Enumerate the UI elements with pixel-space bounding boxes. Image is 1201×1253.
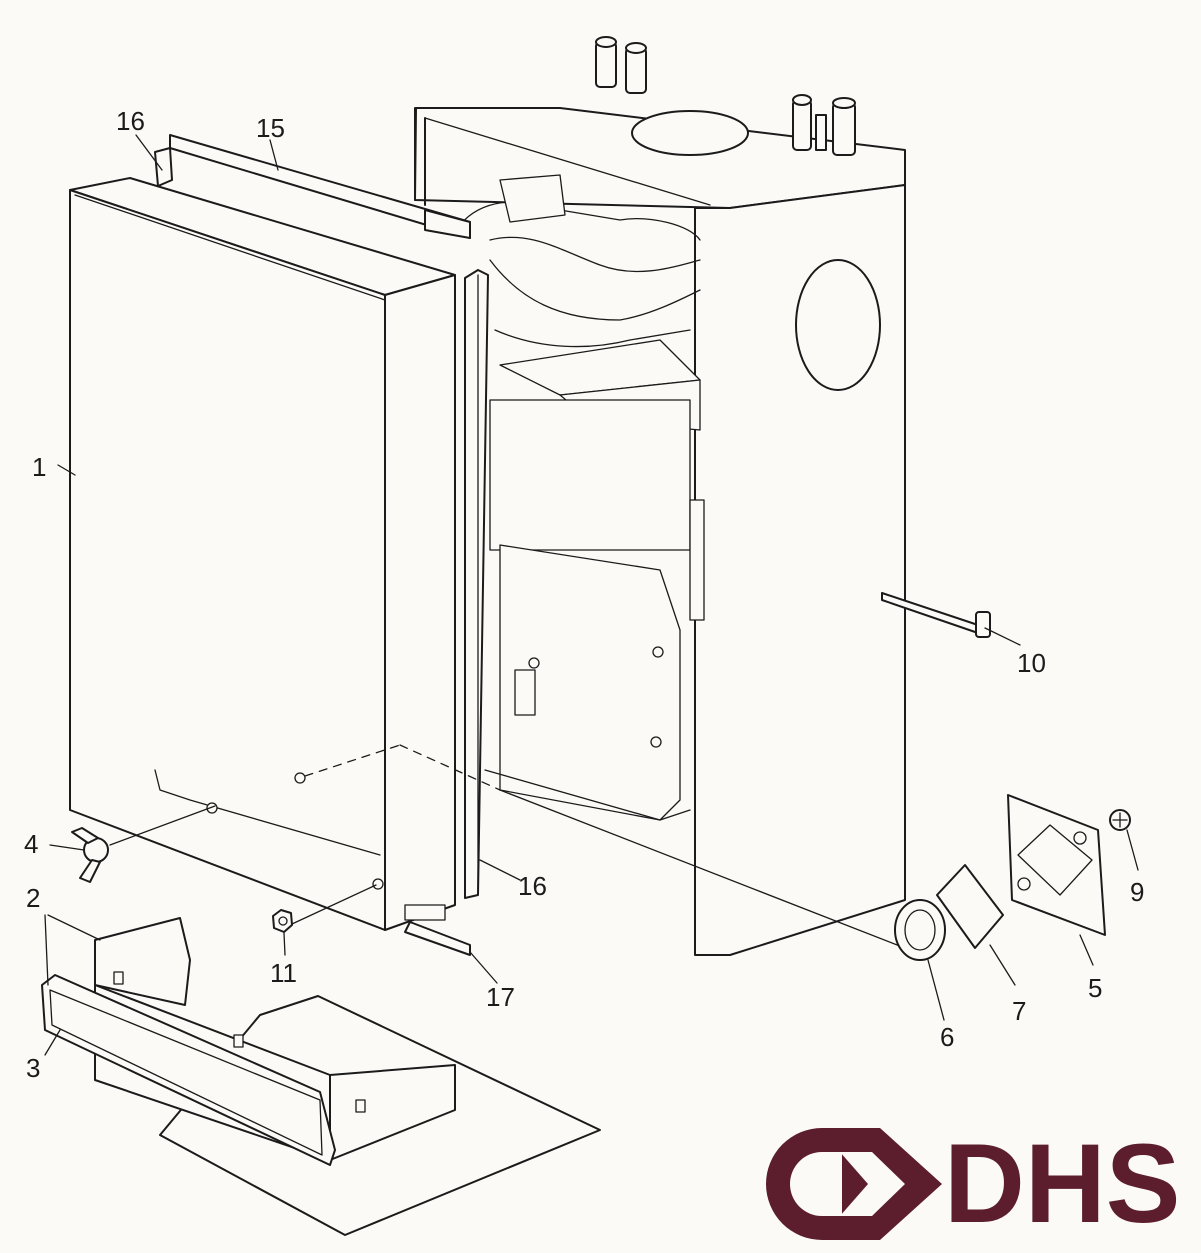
callout-3: 3	[26, 1053, 40, 1083]
callout-4: 4	[24, 829, 38, 859]
leader-lines	[44, 134, 1139, 1056]
callout-10: 10	[1017, 648, 1046, 678]
nut-11	[272, 909, 293, 933]
callout-16-bottom: 16	[518, 871, 547, 901]
callout-labels: 16 15 1 10 4 2 3 16 11 17 9 6 7 5	[24, 106, 1144, 1083]
base-cover	[41, 917, 601, 1236]
rod-17	[404, 921, 471, 956]
plate-7	[936, 864, 1004, 949]
callout-11: 11	[270, 958, 297, 988]
internal-components	[459, 174, 705, 821]
callout-2: 2	[26, 883, 40, 913]
callout-16-top: 16	[116, 106, 145, 136]
dhs-logo: DHS	[766, 1121, 1180, 1246]
screw-9	[1109, 809, 1131, 831]
callout-9: 9	[1130, 877, 1144, 907]
callout-15: 15	[256, 113, 285, 143]
callout-5: 5	[1088, 973, 1102, 1003]
callout-6: 6	[940, 1022, 954, 1052]
callout-1: 1	[32, 452, 46, 482]
washer-6	[894, 899, 946, 961]
callout-7: 7	[1012, 996, 1026, 1026]
side-vent	[795, 259, 881, 391]
callout-17: 17	[486, 982, 515, 1012]
rod-10	[881, 592, 991, 638]
wing-nut-4	[71, 827, 109, 883]
assembly-lines	[109, 744, 911, 951]
seal-strips	[154, 134, 489, 899]
flue-opening	[631, 110, 749, 156]
logo-arrow-mark	[766, 1128, 942, 1240]
pipe-connectors	[595, 36, 856, 156]
bracket-5	[1007, 794, 1106, 936]
front-panel	[69, 177, 456, 931]
logo-wordmark: DHS	[944, 1121, 1180, 1246]
